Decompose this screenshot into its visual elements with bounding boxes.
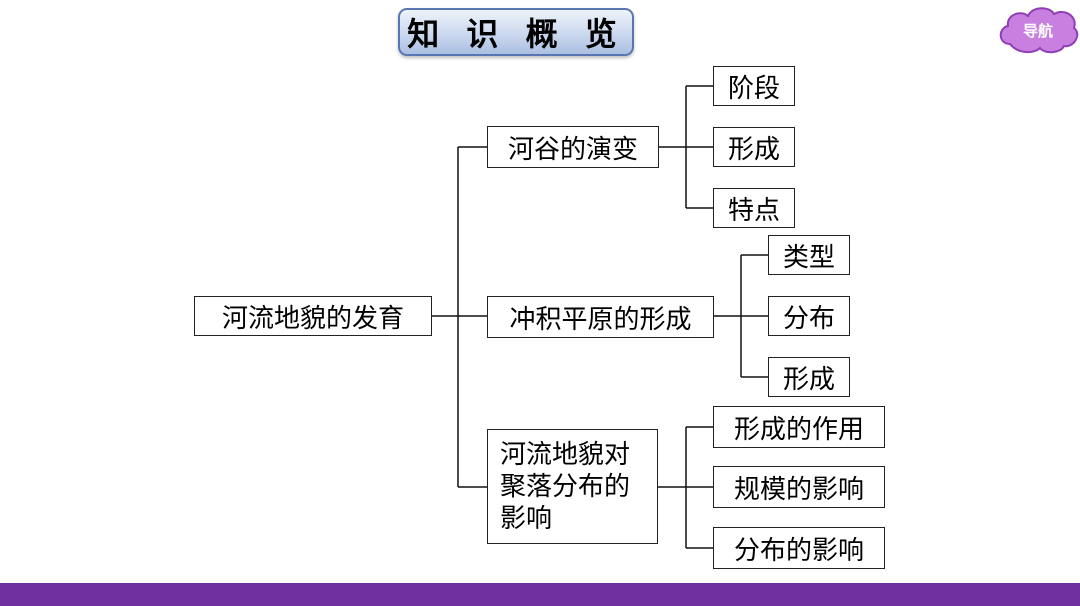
leaf-node: 阶段	[713, 66, 795, 106]
leaf-node: 特点	[713, 188, 795, 228]
leaf-node: 形成	[768, 357, 850, 397]
leaf-node: 分布	[768, 296, 850, 336]
leaf-node: 形成	[713, 127, 795, 167]
branch-node: 河谷的演变	[487, 126, 659, 168]
nav-button[interactable]: 导航	[996, 4, 1080, 56]
nav-label: 导航	[1022, 21, 1053, 40]
bottom-bar	[0, 583, 1080, 606]
page-title: 知 识 概 览	[398, 8, 634, 56]
leaf-node: 分布的影响	[713, 527, 885, 569]
cloud-icon	[999, 7, 1079, 54]
root-node: 河流地貌的发育	[194, 296, 432, 336]
leaf-node: 类型	[768, 235, 850, 275]
branch-node: 河流地貌对 聚落分布的 影响	[487, 429, 658, 544]
leaf-node: 规模的影响	[713, 466, 885, 508]
leaf-node: 形成的作用	[713, 406, 885, 448]
branch-node: 冲积平原的形成	[487, 296, 714, 338]
